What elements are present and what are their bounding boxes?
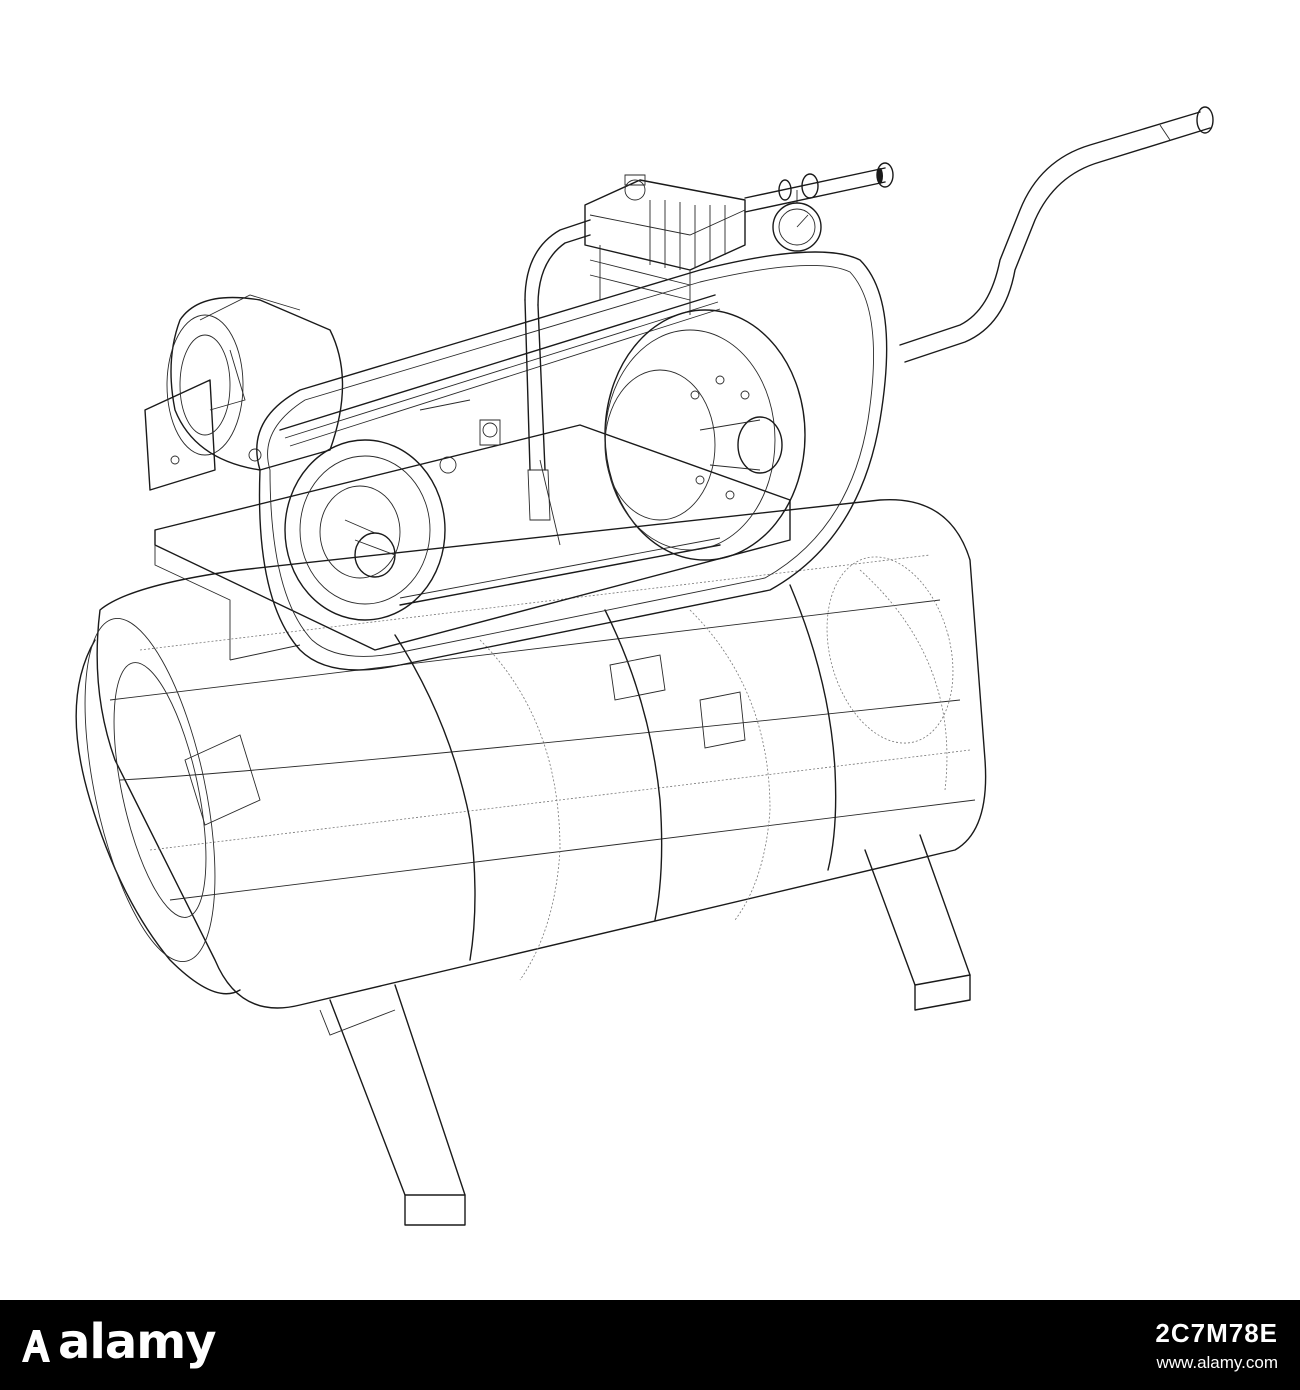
footer-meta: 2C7M78E www.alamy.com [1155, 1318, 1278, 1373]
alamy-a-logo-icon [22, 1330, 50, 1362]
base-plate [154, 424, 791, 661]
brand-name: alamy [58, 1314, 217, 1370]
compressor-drawing [75, 106, 1214, 1226]
compressor-wireframe-svg [75, 106, 1214, 1226]
watermark-footer: alamy 2C7M78E www.alamy.com [0, 1300, 1300, 1390]
tank-legs [319, 834, 971, 1226]
outlet-pipe [744, 162, 894, 213]
fittings [419, 399, 501, 474]
pressure-gauge [772, 190, 822, 252]
carry-handle [899, 106, 1214, 363]
brand-logo: alamy [18, 1314, 217, 1370]
electric-motor [144, 294, 344, 491]
image-id: 2C7M78E [1155, 1318, 1278, 1348]
air-tank [75, 498, 987, 1009]
belt-drive [256, 251, 888, 671]
site-url: www.alamy.com [1156, 1353, 1278, 1372]
pump-head [524, 174, 746, 521]
